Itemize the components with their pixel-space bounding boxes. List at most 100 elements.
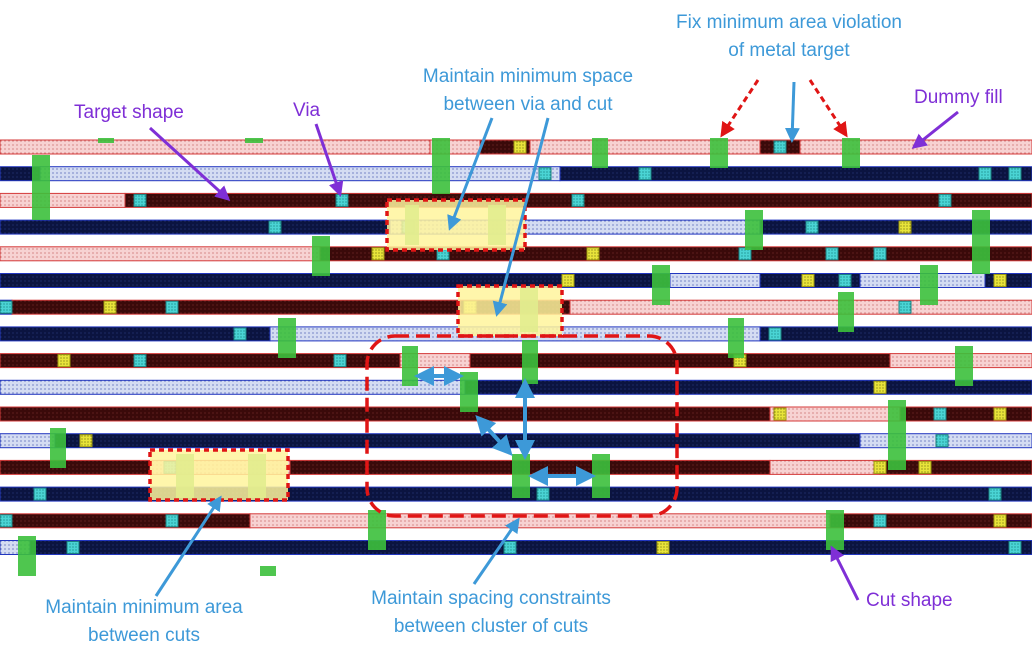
via: [918, 460, 932, 474]
via: [233, 327, 247, 341]
arrow-fix-area-right: [808, 79, 848, 138]
via: [933, 407, 947, 421]
via: [993, 514, 1007, 528]
label-via: Via: [293, 100, 321, 121]
metal-segment: [759, 326, 1032, 342]
via: [993, 407, 1007, 421]
cut-shape: [32, 155, 50, 220]
via: [773, 407, 787, 421]
via: [873, 514, 887, 528]
via: [165, 514, 179, 528]
cut-shape: [522, 340, 538, 384]
metal-segment: [0, 379, 466, 395]
metal-segment: [0, 219, 391, 235]
cut-shape: [432, 138, 450, 194]
via: [768, 327, 782, 341]
metal-segment: [984, 273, 1032, 288]
metal-segment: [0, 139, 431, 155]
cut-shape: [245, 138, 263, 143]
highlight-region: [458, 286, 562, 336]
cut-shape: [652, 265, 670, 305]
via: [586, 247, 600, 261]
metal-segment: [559, 166, 1032, 182]
via: [133, 193, 147, 207]
via: [1008, 167, 1022, 181]
cut-shape: [278, 318, 296, 358]
label-dummy-fill: Dummy fill: [914, 87, 1003, 108]
label-min-space-line2: between via and cut: [443, 94, 613, 115]
via: [133, 354, 147, 368]
via: [333, 354, 347, 368]
cut-shape: [592, 138, 608, 168]
via: [0, 514, 13, 528]
metal-segment: [54, 433, 861, 449]
metal-segment: [39, 166, 561, 182]
via: [165, 300, 179, 314]
cut-shape: [368, 510, 386, 550]
metal-segment: [0, 406, 771, 422]
via: [638, 167, 652, 181]
via: [898, 300, 912, 314]
metal-segment: [0, 513, 251, 529]
cut-shape: [728, 318, 744, 358]
metal-segment: [11, 299, 461, 315]
arrow-via: [314, 123, 344, 197]
label-min-area-line2: between cuts: [88, 625, 200, 646]
label-fix-area-line2: of metal target: [728, 40, 850, 61]
via: [805, 220, 819, 234]
highlight-regions: [150, 200, 562, 500]
arrow-min-space-b: [492, 117, 550, 317]
via: [513, 140, 527, 154]
via: [935, 434, 949, 448]
metal-segment: [0, 433, 56, 449]
violation-box: [385, 198, 527, 252]
via: [503, 541, 517, 554]
cut-shape: [888, 400, 906, 470]
metal-segment: [464, 379, 1032, 395]
via: [66, 541, 80, 554]
via: [873, 460, 887, 474]
cut-shape: [955, 346, 973, 386]
via: [268, 220, 282, 234]
arrow-fix-area-left: [720, 79, 760, 138]
spacing-arrow-diagonal: [475, 415, 513, 456]
label-min-space-line1: Maintain minimum space: [423, 66, 633, 87]
via: [825, 247, 839, 261]
label-target-shape: Target shape: [74, 102, 184, 123]
metal-segment: [569, 299, 1032, 315]
metal-segment: [899, 406, 1032, 422]
via: [873, 247, 887, 261]
violation-box: [456, 284, 564, 338]
cut-shape: [460, 372, 478, 412]
via: [873, 380, 887, 394]
cut-shape: [745, 210, 763, 250]
cut-shape: [710, 138, 728, 168]
via: [898, 220, 912, 234]
arrow-target-shape: [148, 126, 231, 202]
metal-segment: [0, 326, 271, 342]
arrow-cluster: [472, 517, 520, 585]
cut-shape: [402, 346, 418, 386]
via: [561, 274, 575, 287]
via: [33, 487, 47, 501]
via: [801, 274, 815, 287]
via: [335, 193, 349, 207]
arrow-min-space-a: [447, 117, 494, 231]
highlight-region: [387, 200, 525, 250]
via: [1008, 541, 1022, 554]
cut-shape: [50, 428, 66, 468]
via: [571, 193, 585, 207]
label-cluster-line2: between cluster of cuts: [394, 616, 588, 637]
via: [938, 193, 952, 207]
arrow-fix-area-center: [784, 81, 800, 143]
label-fix-area-line1: Fix minimum area violation: [676, 12, 902, 33]
via: [79, 434, 93, 448]
cut-shape: [312, 236, 330, 276]
metal-segment: [0, 192, 126, 208]
via: [57, 354, 71, 368]
spacing-arrows: [414, 366, 596, 486]
metal-segment: [0, 246, 321, 262]
via: [536, 487, 550, 501]
via: [0, 300, 13, 314]
label-min-area-line1: Maintain minimum area: [45, 597, 243, 618]
